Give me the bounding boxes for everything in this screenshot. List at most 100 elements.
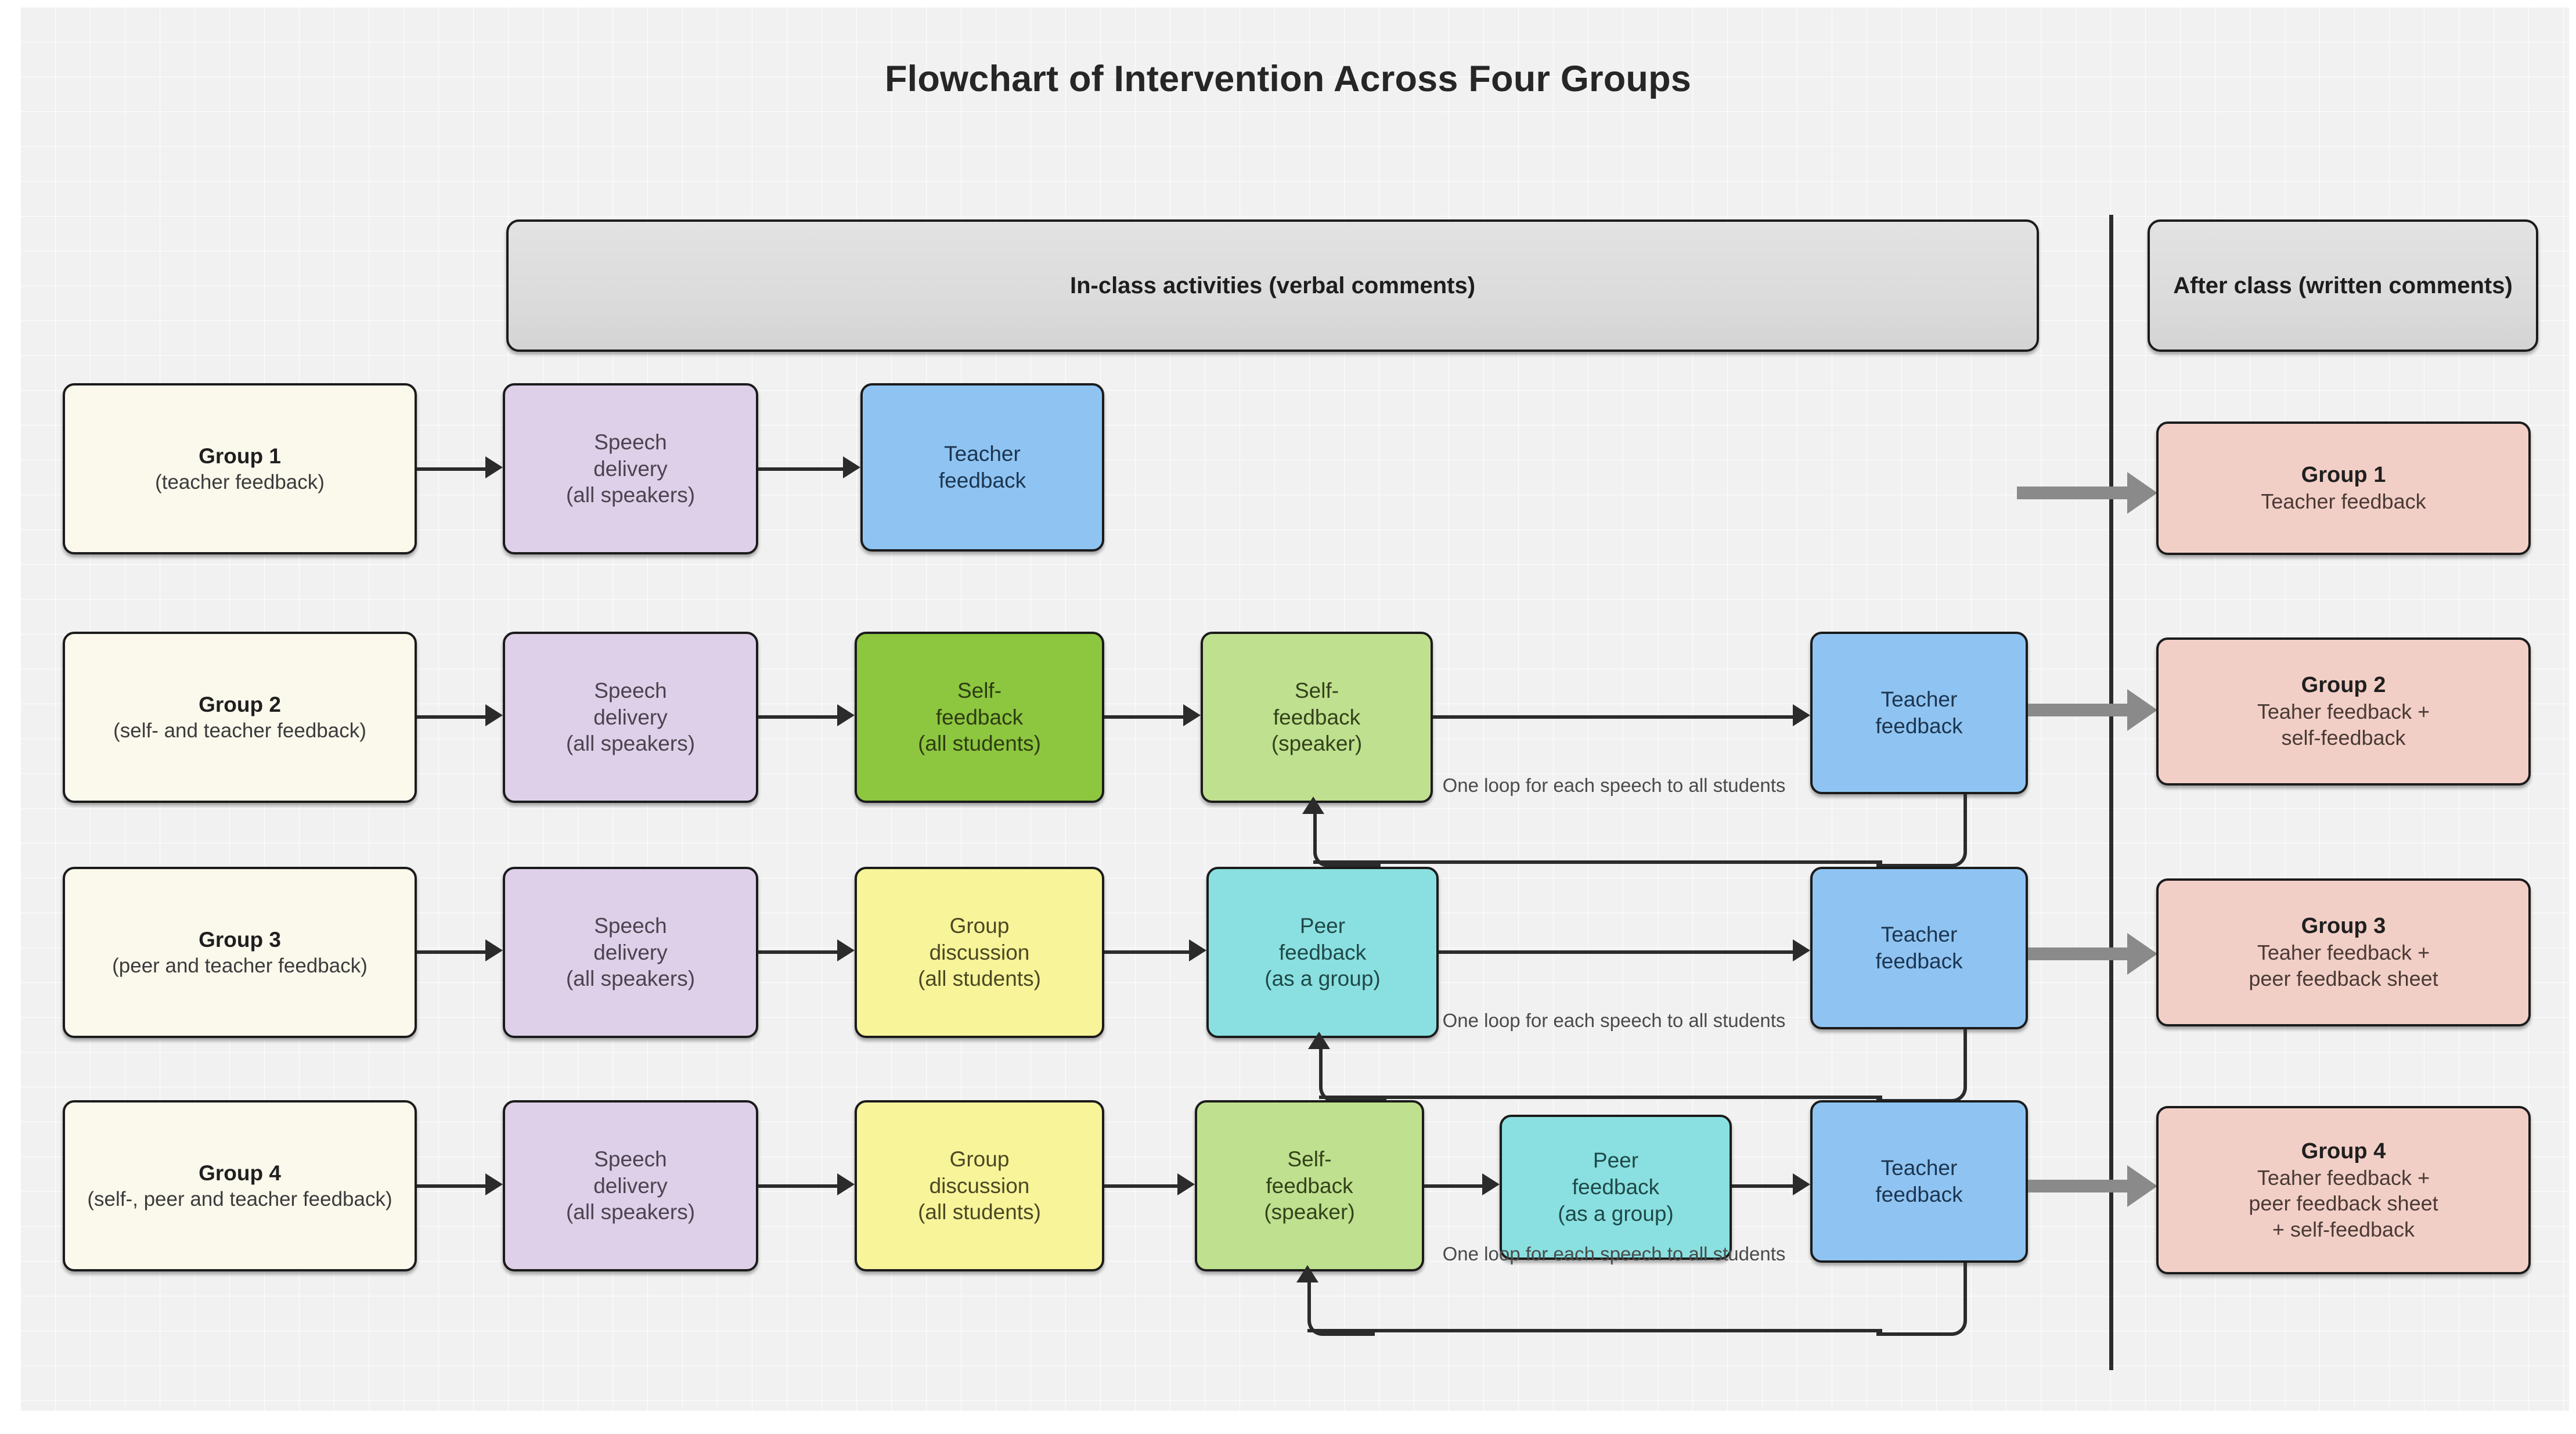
loop-shaft-row3	[1319, 1096, 1882, 1099]
node-output-group-4[interactable]: Group 4 Teaher feedback + peer feedback …	[2156, 1106, 2531, 1274]
node-speech-delivery-row4[interactable]: Speech delivery (all speakers)	[503, 1100, 758, 1271]
teacher-feedback-row4-line2: feedback	[1875, 1183, 1963, 1206]
speech-delivery-row1-line1: Speech	[594, 430, 667, 454]
loop-caption-row3-line2: to all students	[1667, 1010, 1786, 1031]
loop-arrowhead-row2	[1302, 797, 1324, 814]
gray-arrow-shaft-row4	[2028, 1180, 2127, 1192]
node-speech-delivery-row3[interactable]: Speech delivery (all speakers)	[503, 867, 758, 1038]
node-peer-feedback-row4[interactable]: Peer feedback (as a group)	[1500, 1115, 1732, 1260]
peer-feedback-row3-line3: (as a group)	[1264, 967, 1381, 991]
speech-delivery-row4-line2: delivery	[593, 1173, 668, 1198]
connector-r3-3	[1104, 950, 1189, 954]
output-group-1-line1: Teacher feedback	[2261, 489, 2426, 514]
connector-r3-2	[758, 950, 837, 954]
loop-caption-row2-line1: One loop for each speech	[1442, 774, 1662, 796]
group-discussion-row3-line3: (all students)	[918, 967, 1041, 991]
speech-delivery-row2-line2: delivery	[593, 705, 668, 729]
teacher-feedback-row1-line2: feedback	[938, 469, 1026, 492]
self-feedback-all-row2-line1: Self-	[957, 678, 1002, 702]
node-self-feedback-speaker-row2[interactable]: Self- feedback (speaker)	[1201, 632, 1433, 803]
node-output-group-2[interactable]: Group 2 Teaher feedback + self-feedback	[2156, 637, 2531, 786]
node-teacher-feedback-row2[interactable]: Teacher feedback	[1810, 632, 2028, 794]
connector-r2-3	[1104, 715, 1183, 719]
node-teacher-feedback-row3[interactable]: Teacher feedback	[1810, 867, 2028, 1029]
loop-corner-right-row4	[1876, 1263, 1967, 1336]
arrowhead-r4-5	[1793, 1173, 1810, 1195]
loop-caption-row3-line1: One loop for each speech	[1442, 1010, 1662, 1031]
self-feedback-speaker-row2-line2: feedback	[1273, 705, 1361, 729]
node-speech-delivery-row2[interactable]: Speech delivery (all speakers)	[503, 632, 758, 803]
connector-r2-1	[417, 715, 485, 719]
peer-feedback-row3-line2: feedback	[1278, 940, 1367, 964]
page-title: Flowchart of Intervention Across Four Gr…	[884, 59, 1692, 99]
output-group-2-title: Group 2	[2301, 673, 2386, 698]
group-4-title: Group 4	[199, 1161, 281, 1185]
arrowhead-r4-4	[1482, 1173, 1500, 1195]
node-group-discussion-row3[interactable]: Group discussion (all students)	[855, 867, 1104, 1038]
output-group-4-line3: + self-feedback	[2272, 1217, 2415, 1241]
connector-r4-2	[758, 1184, 837, 1188]
self-feedback-speaker-row4-line2: feedback	[1266, 1173, 1353, 1198]
speech-delivery-row3-line2: delivery	[593, 940, 668, 964]
gray-arrow-shaft-row3	[2028, 947, 2127, 960]
node-output-group-1[interactable]: Group 1 Teacher feedback	[2156, 421, 2531, 555]
output-group-4-line1: Teaher feedback +	[2257, 1165, 2430, 1190]
node-output-group-3[interactable]: Group 3 Teaher feedback + peer feedback …	[2156, 878, 2531, 1026]
arrowhead-r2-1	[485, 704, 503, 726]
group-3-subtitle: (peer and teacher feedback)	[112, 954, 368, 977]
loop-shaft-row2	[1313, 860, 1882, 864]
node-group-2[interactable]: Group 2 (self- and teacher feedback)	[63, 632, 417, 803]
group-4-subtitle: (self-, peer and teacher feedback)	[87, 1187, 392, 1210]
node-teacher-feedback-row1[interactable]: Teacher feedback	[860, 383, 1104, 552]
gray-arrow-head-row2	[2127, 689, 2157, 731]
node-group-3[interactable]: Group 3 (peer and teacher feedback)	[63, 867, 417, 1038]
arrowhead-r4-2	[837, 1173, 855, 1195]
speech-delivery-row4-line1: Speech	[594, 1147, 667, 1171]
node-group-1[interactable]: Group 1 (teacher feedback)	[63, 383, 417, 554]
node-teacher-feedback-row4[interactable]: Teacher feedback	[1810, 1100, 2028, 1263]
node-self-feedback-all-students-row2[interactable]: Self- feedback (all students)	[855, 632, 1104, 803]
group-2-title: Group 2	[199, 692, 281, 716]
loop-caption-row4-line2: to all students	[1667, 1243, 1786, 1264]
output-group-2-line1: Teaher feedback +	[2257, 700, 2430, 724]
output-group-4-line2: peer feedback sheet	[2249, 1191, 2438, 1216]
connector-r4-3	[1104, 1184, 1177, 1188]
teacher-feedback-row3-line2: feedback	[1875, 949, 1963, 973]
arrowhead-r1-2	[843, 456, 860, 478]
gray-arrow-head-row3	[2127, 933, 2157, 975]
loop-corner-right-row2	[1876, 794, 1967, 867]
speech-delivery-row4-line3: (all speakers)	[565, 1200, 696, 1224]
node-speech-delivery-row1[interactable]: Speech delivery (all speakers)	[503, 383, 758, 554]
group-discussion-row4-line3: (all students)	[918, 1200, 1041, 1224]
output-group-4-title: Group 4	[2301, 1138, 2386, 1163]
arrowhead-r2-3	[1183, 704, 1201, 726]
loop-corner-left-row4	[1307, 1281, 1375, 1336]
teacher-feedback-row2-line1: Teacher	[1880, 687, 1958, 712]
loop-caption-row2: One loop for each speech to all students	[1440, 773, 1788, 798]
loop-corner-left-row2	[1313, 813, 1381, 867]
group-1-title: Group 1	[199, 444, 281, 468]
speech-delivery-row1-line2: delivery	[593, 456, 668, 481]
node-group-discussion-row4[interactable]: Group discussion (all students)	[855, 1100, 1104, 1271]
group-discussion-row3-line1: Group	[949, 913, 1010, 938]
peer-feedback-row4-line2: feedback	[1572, 1175, 1660, 1199]
loop-caption-row4-line1: One loop for each speech	[1442, 1243, 1662, 1264]
gray-arrow-head-row4	[2127, 1165, 2157, 1207]
self-feedback-all-row2-line2: feedback	[935, 705, 1024, 729]
self-feedback-speaker-row2-line1: Self-	[1294, 678, 1339, 702]
node-self-feedback-speaker-row4[interactable]: Self- feedback (speaker)	[1195, 1100, 1424, 1271]
loop-caption-row3: One loop for each speech to all students	[1440, 1008, 1788, 1033]
loop-corner-left-row3	[1319, 1048, 1386, 1102]
gray-arrow-shaft-row1	[2017, 487, 2127, 499]
loop-arrowhead-row4	[1296, 1265, 1318, 1282]
self-feedback-speaker-row4-line1: Self-	[1287, 1147, 1332, 1171]
node-group-4[interactable]: Group 4 (self-, peer and teacher feedbac…	[63, 1100, 417, 1271]
peer-feedback-row3-line1: Peer	[1299, 913, 1346, 938]
node-peer-feedback-row3[interactable]: Peer feedback (as a group)	[1206, 867, 1439, 1038]
connector-r4-1	[417, 1184, 485, 1188]
speech-delivery-row2-line1: Speech	[594, 678, 667, 702]
arrowhead-r3-1	[485, 939, 503, 961]
banner-in-class-line1: In-class activities	[1069, 273, 1263, 298]
arrowhead-r1-1	[485, 456, 503, 478]
output-group-3-line1: Teaher feedback +	[2257, 941, 2430, 965]
